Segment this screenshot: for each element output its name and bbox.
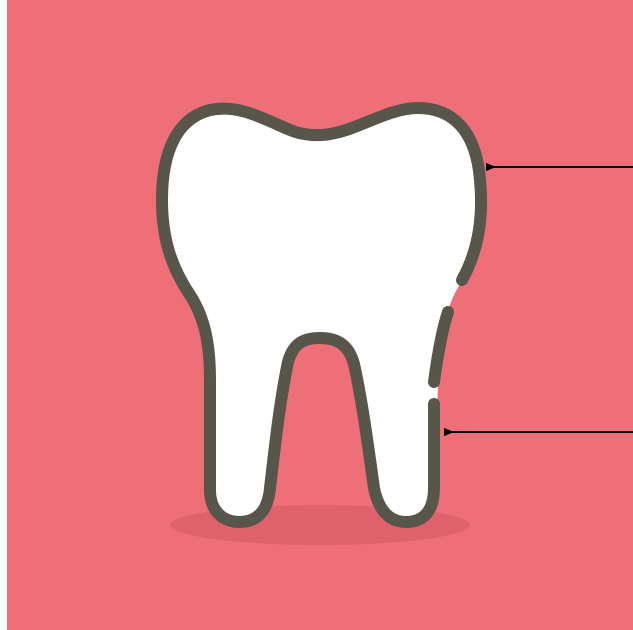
tooth-diagram — [0, 0, 633, 630]
